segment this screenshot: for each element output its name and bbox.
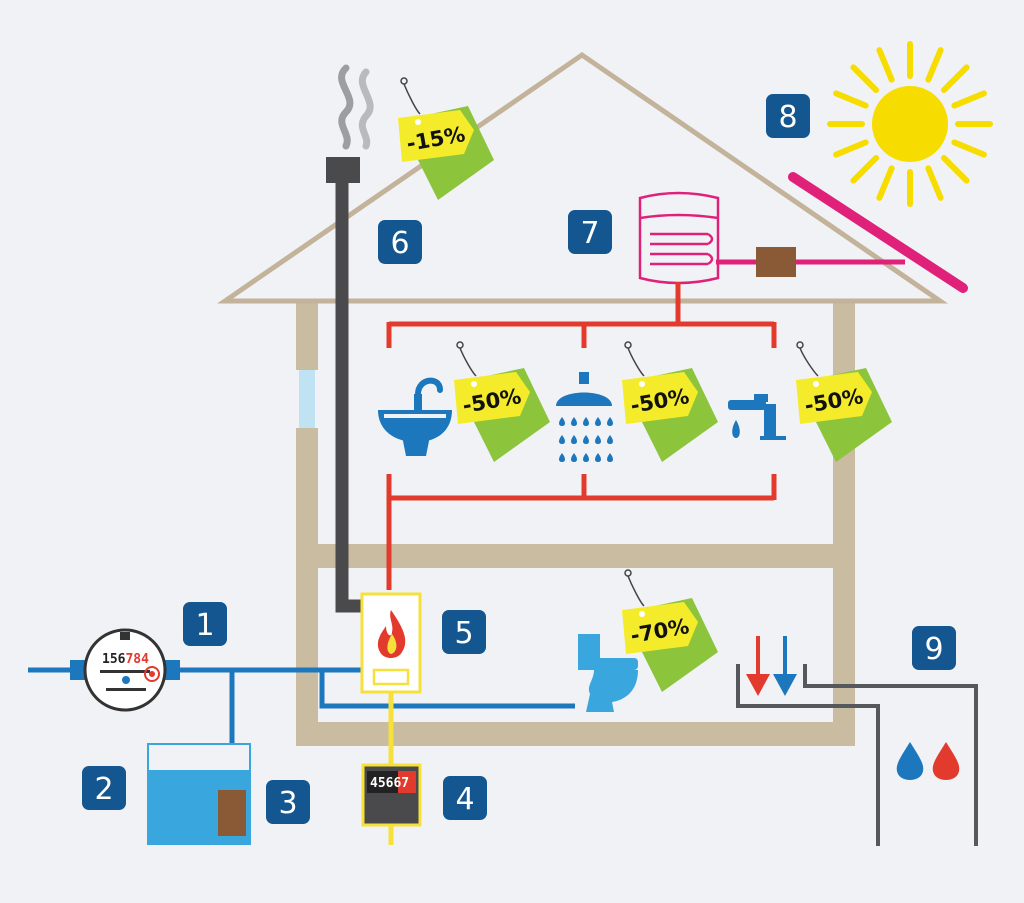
number-badges: 1 2 3 4 5 6 7 8 9 [82,94,956,824]
roof [216,51,949,304]
water-drop-icon [896,742,960,780]
badge-4: 4 [443,776,487,820]
sun-icon [827,41,993,207]
hot-water-pipes [386,282,777,590]
chimney-flue [335,175,364,613]
badge-label: 1 [195,608,214,643]
drain-pipes [736,664,978,846]
gas-meter: 45667 [361,763,422,827]
discount-tags: -15% -50% -50% -50% -70% [398,77,892,692]
faucet-icon [728,394,786,440]
arrow-down-icon [746,636,797,696]
hot-water-tank-icon [638,191,720,285]
badge-5: 5 [442,610,486,654]
sink-icon [378,377,452,456]
discount-tag-faucet: -50% [796,341,892,462]
boiler [360,592,422,694]
solar-valve [756,247,796,277]
badge-3: 3 [266,780,310,824]
ground-floor [296,722,855,746]
discount-tag-shower: -50% [622,341,718,462]
flame-icon [377,610,406,658]
badge-label: 6 [390,226,409,261]
discount-tag-toilet: -70% [622,569,718,692]
toilet-icon [578,634,638,712]
badge-label: 2 [94,772,113,807]
badge-2: 2 [82,766,126,810]
badge-label: 5 [454,616,473,651]
badge-label: 3 [278,786,297,821]
badge-6: 6 [378,220,422,264]
badge-label: 7 [580,216,599,251]
badge-label: 9 [924,632,943,667]
middle-floor [296,544,855,568]
water-meter: 156784 [70,628,180,712]
left-wall-lower [296,428,318,746]
discount-tag-sink: -50% [454,341,550,462]
badge-label: 8 [778,100,797,135]
chimney-cap [326,157,360,183]
gas-meter-reading: 45667 [370,776,409,791]
water-tank [147,743,251,845]
right-wall [833,300,855,746]
discount-tag-chimney: -15% [398,77,494,200]
shower-icon [556,372,613,462]
badge-1: 1 [183,602,227,646]
water-meter-reading: 156784 [102,652,149,667]
badge-9: 9 [912,626,956,670]
chimney [326,64,374,613]
badge-label: 4 [455,782,474,817]
left-window [299,370,315,428]
smoke-icon [338,64,374,150]
tank-valve [218,790,246,836]
badge-7: 7 [568,210,612,254]
badge-8: 8 [766,94,810,138]
solar-panel-icon [788,172,968,293]
left-wall-upper [296,300,318,370]
